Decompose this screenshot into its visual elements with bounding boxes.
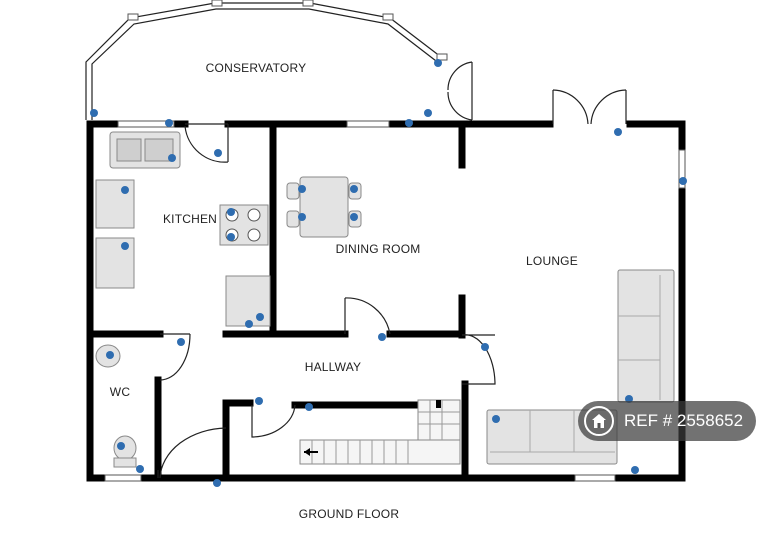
- house-icon: [584, 406, 614, 436]
- conservatory-doors: [447, 61, 473, 121]
- dining-table: [286, 176, 362, 238]
- reference-number: REF # 2558652: [624, 411, 744, 430]
- room-label-kitchen: KITCHEN: [163, 212, 217, 226]
- toilet: [113, 435, 137, 461]
- room-label-dining-room: DINING ROOM: [336, 242, 421, 256]
- lounge-french-doors: [552, 89, 627, 125]
- room-label-wc: WC: [110, 385, 131, 399]
- reference-watermark: REF # 2558652: [578, 401, 756, 441]
- room-label-hallway: HALLWAY: [305, 360, 362, 374]
- room-label-conservatory: CONSERVATORY: [206, 61, 307, 75]
- internal-walls: [90, 120, 469, 482]
- room-label-lounge: LOUNGE: [526, 254, 578, 268]
- kitchen-fixtures: [95, 131, 271, 327]
- conservatory-glazing: [85, 0, 448, 120]
- wc-fixtures: [95, 344, 137, 468]
- washing-machine: [95, 179, 135, 229]
- sofa-right: [617, 269, 675, 403]
- floor-label: GROUND FLOOR: [299, 507, 400, 521]
- staircase: [299, 399, 461, 465]
- windows: [104, 120, 686, 482]
- external-walls: [86, 120, 686, 482]
